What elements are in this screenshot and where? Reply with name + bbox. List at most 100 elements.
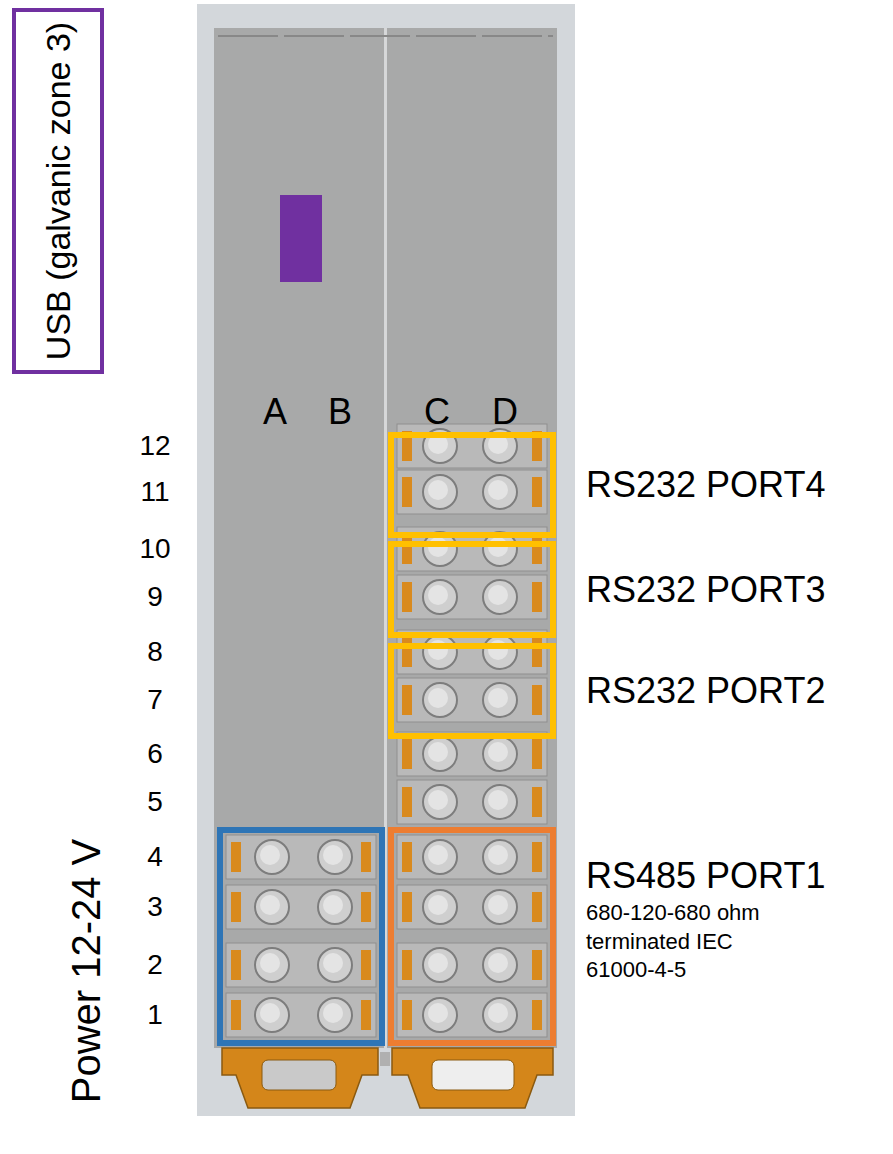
wire-entry — [483, 890, 517, 924]
release-tab — [361, 842, 371, 872]
release-tab — [532, 787, 542, 817]
terminal-body — [226, 835, 376, 879]
wire-entry-inner — [428, 537, 448, 557]
wire-entry — [255, 840, 289, 874]
wire-entry — [423, 475, 457, 509]
right-column — [387, 28, 557, 1048]
row-number: 10 — [139, 533, 170, 565]
port-terminal-box: RS232 PORT4 — [388, 432, 556, 538]
column-letter: B — [328, 391, 352, 433]
release-tab — [402, 787, 412, 817]
terminal-body — [226, 885, 376, 929]
wire-entry — [255, 890, 289, 924]
row-number: 8 — [147, 636, 163, 668]
wire-entry-inner — [428, 895, 448, 915]
release-tab — [532, 685, 542, 715]
row-number: 2 — [147, 949, 163, 981]
terminal-body — [397, 993, 547, 1037]
wire-entry-inner — [488, 480, 508, 500]
terminal — [226, 993, 376, 1037]
wire-entry — [483, 785, 517, 819]
port-terminal-box: RS485 PORT1680-120-680 ohm terminated IE… — [388, 827, 556, 1046]
row-number: 5 — [147, 786, 163, 818]
column-letter: A — [263, 391, 287, 433]
usb-zone-box: USB (galvanic zone 3) — [12, 8, 104, 374]
top-edge — [218, 35, 553, 37]
terminal-body — [397, 470, 547, 514]
release-tab — [402, 534, 412, 564]
latch-hole — [432, 1060, 514, 1090]
terminal-body — [226, 943, 376, 987]
wire-entry — [483, 840, 517, 874]
power-terminal-box: Power 12-24 V — [217, 827, 385, 1046]
port-terminal-box: RS232 PORT3 — [388, 541, 556, 638]
wire-entry — [423, 998, 457, 1032]
wire-entry-inner — [488, 1003, 508, 1023]
row-number: 11 — [140, 476, 169, 508]
wire-entry — [318, 948, 352, 982]
terminal-body — [397, 885, 547, 929]
release-tab — [402, 842, 412, 872]
wire-entry — [255, 948, 289, 982]
wire-entry — [483, 948, 517, 982]
terminal-body — [397, 835, 547, 879]
release-tab — [532, 477, 542, 507]
release-tab — [532, 842, 542, 872]
wire-entry-inner — [323, 953, 343, 973]
release-tab — [361, 950, 371, 980]
column-letter: D — [492, 391, 518, 433]
wire-entry — [423, 737, 457, 771]
release-tab — [402, 685, 412, 715]
row-number: 9 — [147, 581, 163, 613]
row-number: 1 — [147, 999, 163, 1031]
terminal-body — [397, 575, 547, 619]
terminal — [397, 424, 547, 468]
latch — [392, 1048, 553, 1108]
wire-entry — [483, 635, 517, 669]
wire-entry-inner — [260, 895, 280, 915]
terminal — [397, 885, 547, 929]
wire-entry — [423, 948, 457, 982]
terminal — [397, 678, 547, 722]
wire-entry-inner — [260, 1003, 280, 1023]
wire-entry — [483, 683, 517, 717]
terminal — [226, 835, 376, 879]
release-tab — [231, 950, 241, 980]
left-column — [214, 28, 384, 1048]
terminal-body — [397, 780, 547, 824]
terminal — [397, 993, 547, 1037]
wire-entry-inner — [428, 953, 448, 973]
port-heading: Power 12-24 V — [64, 839, 109, 1104]
release-tab — [532, 892, 542, 922]
wire-entry-inner — [323, 845, 343, 865]
port-terminal-box: RS232 PORT2 — [388, 643, 556, 739]
wire-entry — [423, 840, 457, 874]
release-tab — [532, 534, 542, 564]
port-heading: RS232 PORT2 — [586, 670, 825, 712]
release-tab — [361, 892, 371, 922]
release-tab — [402, 950, 412, 980]
port-heading: RS232 PORT3 — [586, 569, 825, 611]
release-tab — [402, 739, 412, 769]
release-tab — [231, 892, 241, 922]
wire-entry — [483, 475, 517, 509]
wire-entry-inner — [488, 742, 508, 762]
wire-entry — [255, 998, 289, 1032]
wire-entry-inner — [323, 1003, 343, 1023]
wire-entry-inner — [323, 895, 343, 915]
terminal — [397, 835, 547, 879]
latch-gap — [380, 1052, 390, 1066]
release-tab — [402, 477, 412, 507]
terminal — [397, 575, 547, 619]
release-tab — [532, 950, 542, 980]
release-tab — [402, 1000, 412, 1030]
wire-entry — [318, 890, 352, 924]
column-letter: C — [424, 391, 450, 433]
port-heading: RS232 PORT4 — [586, 464, 825, 506]
terminal-body — [397, 943, 547, 987]
release-tab — [402, 892, 412, 922]
wire-entry — [423, 635, 457, 669]
terminal — [397, 470, 547, 514]
wire-entry-inner — [488, 953, 508, 973]
port-heading: USB (galvanic zone 3) — [39, 22, 78, 360]
